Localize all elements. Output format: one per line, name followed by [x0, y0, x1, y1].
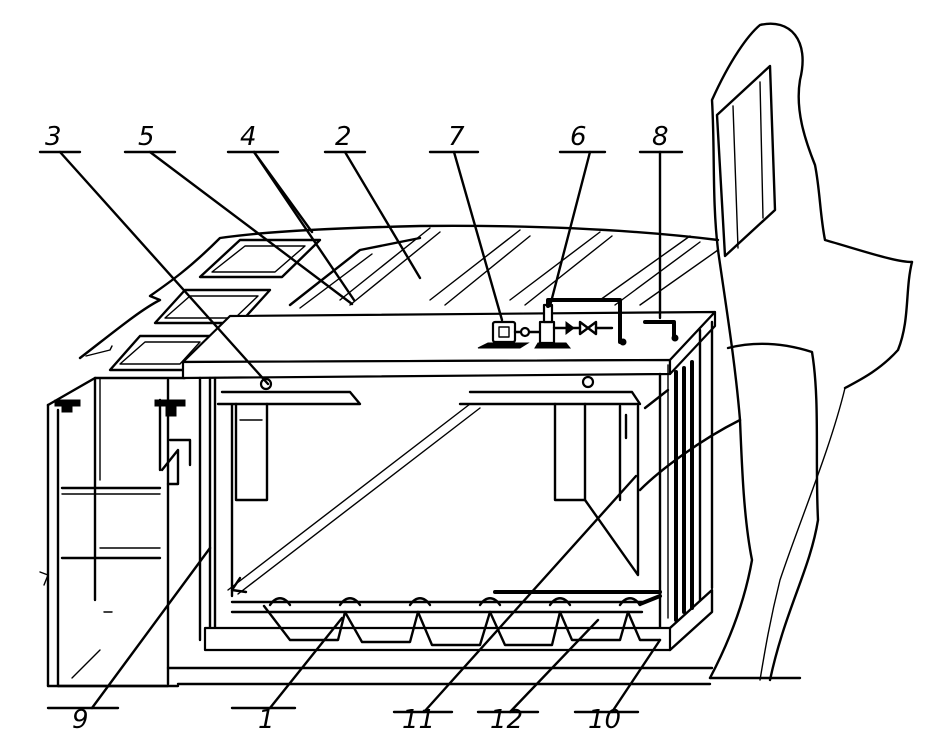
callout-4: 4: [240, 122, 257, 152]
callout-9: 9: [72, 705, 89, 735]
basin-boundary: [46, 666, 714, 688]
callout-labels: 3 5 4 2 7 6 8 9 1 11 12 10: [45, 122, 669, 735]
rock-wall: [638, 22, 914, 682]
callout-6: 6: [570, 122, 587, 152]
callout-7: 7: [448, 122, 465, 152]
callout-8: 8: [652, 122, 669, 152]
callout-5: 5: [138, 122, 155, 152]
tank: [181, 310, 717, 652]
callout-10: 10: [588, 705, 621, 735]
left-compartment: [39, 376, 192, 688]
callout-11: 11: [402, 705, 435, 735]
bottom-hoppers: [230, 590, 662, 647]
leader-lines: [38, 150, 684, 714]
callout-3: 3: [45, 122, 62, 152]
floor-slab: [78, 224, 720, 360]
callout-2: 2: [335, 122, 352, 152]
callout-1: 1: [258, 705, 275, 735]
callout-12: 12: [490, 705, 523, 735]
